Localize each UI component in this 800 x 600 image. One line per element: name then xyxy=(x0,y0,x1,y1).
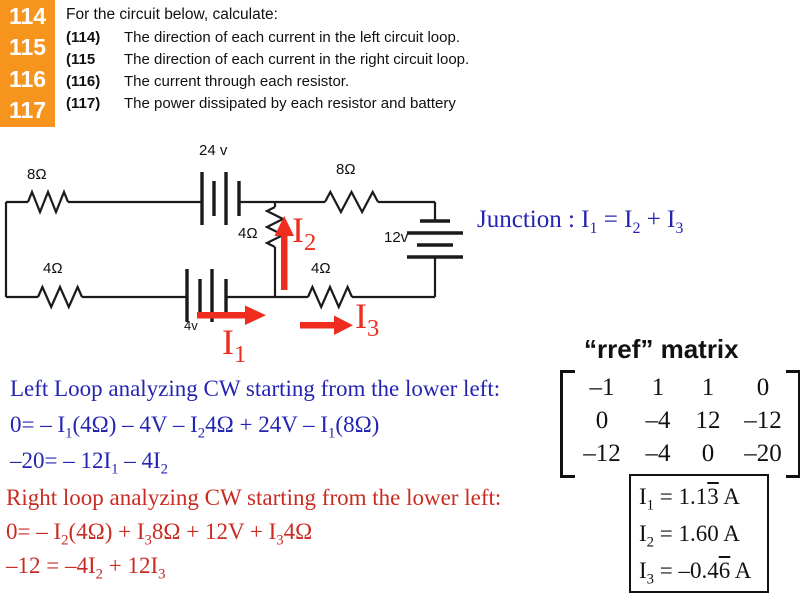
resistor-bottom-right xyxy=(306,284,354,310)
left-loop-analysis: Left Loop analyzing CW starting from the… xyxy=(10,371,500,479)
left-loop-equation: 0= – I1(4Ω) – 4V – I24Ω + 24V – I1(8Ω) xyxy=(10,412,380,442)
result-i1: I1 = 1.13 A xyxy=(639,484,740,514)
matrix-cell: 1 xyxy=(651,373,665,401)
problem-number: 117 xyxy=(8,96,47,123)
current-arrow-i3 xyxy=(300,315,353,335)
problem-number: 115 xyxy=(8,34,47,61)
battery-label-24v: 24 v xyxy=(199,142,228,159)
current-results-box: I1 = 1.13 A I2 = 1.60 A I3 = –0.46 A xyxy=(629,474,769,593)
matrix-cell: –4 xyxy=(645,406,671,434)
current-label-i3: I3 xyxy=(355,296,380,343)
matrix-right-bracket xyxy=(786,370,800,478)
result-i3: I3 = –0.46 A xyxy=(639,558,752,588)
current-arrow-i2 xyxy=(274,216,294,290)
problem-item-number: (114) xyxy=(66,29,101,46)
problem-item: (116) The current through each resistor. xyxy=(66,73,349,90)
left-loop-heading: Left Loop analyzing CW starting from the… xyxy=(10,376,501,401)
problem-item-number: (115 xyxy=(66,51,96,68)
resistor-label-bottom-left: 4Ω xyxy=(43,260,63,277)
battery-24v xyxy=(200,172,241,225)
resistor-middle xyxy=(264,206,286,248)
right-loop-analysis: Right loop analyzing CW starting from th… xyxy=(6,481,501,583)
matrix-cell: 1 xyxy=(701,373,715,401)
matrix-cell: –4 xyxy=(645,439,671,467)
matrix-cell: –20 xyxy=(744,439,782,467)
problem-intro: For the circuit below, calculate: xyxy=(66,6,278,23)
resistor-bottom-left xyxy=(36,284,84,310)
problem-item-text: The power dissipated by each resistor an… xyxy=(124,95,456,112)
battery-label-12v: 12v xyxy=(384,229,409,246)
problem-item-text: The direction of each current in the lef… xyxy=(124,29,461,46)
resistor-top-right xyxy=(324,189,379,215)
battery-12v xyxy=(407,219,463,259)
rref-matrix-title: “rref” matrix xyxy=(584,334,739,364)
problem-item-text: The direction of each current in the rig… xyxy=(124,51,470,68)
resistor-top-left xyxy=(26,189,70,215)
problem-numbers-box: 114 115 116 117 xyxy=(0,0,55,127)
problem-number: 114 xyxy=(8,3,47,29)
left-loop-result: –20= – 12I1 – 4I2 xyxy=(10,448,169,478)
resistor-label-middle: 4Ω xyxy=(238,225,258,242)
problem-item: (117) The power dissipated by each resis… xyxy=(66,95,456,112)
current-label-i2: I2 xyxy=(292,210,317,257)
rref-matrix: –1 1 1 0 0 –4 12 –12 –12 –4 0 –20 xyxy=(572,371,794,470)
matrix-cell: –12 xyxy=(744,406,782,434)
right-loop-heading: Right loop analyzing CW starting from th… xyxy=(6,485,502,510)
result-i2: I2 = 1.60 A xyxy=(639,521,740,551)
matrix-cell: 12 xyxy=(695,406,721,434)
problem-number: 116 xyxy=(8,65,47,92)
junction-equation: Junction : I1 = I2 + I3 xyxy=(477,206,684,237)
matrix-cell: 0 xyxy=(595,406,609,434)
matrix-cell: 0 xyxy=(756,373,770,401)
current-label-i1: I1 xyxy=(222,322,247,369)
problem-item: (115 The direction of each current in th… xyxy=(66,51,469,68)
battery-label-4v: 4v xyxy=(184,318,198,333)
resistor-label-top-right: 8Ω xyxy=(336,161,356,178)
resistor-label-top-left: 8Ω xyxy=(27,166,47,183)
problem-item-text: The current through each resistor. xyxy=(124,73,350,90)
matrix-left-bracket xyxy=(560,370,575,478)
matrix-cell: –1 xyxy=(589,373,615,401)
circuit-wires xyxy=(4,200,437,299)
problem-item: (114) The direction of each current in t… xyxy=(66,29,460,46)
resistor-label-bottom-right: 4Ω xyxy=(311,260,331,277)
matrix-cell: –12 xyxy=(583,439,621,467)
problem-item-number: (117) xyxy=(66,95,101,112)
right-loop-equation: 0= – I2(4Ω) + I38Ω + 12V + I34Ω xyxy=(6,519,313,549)
problem-item-number: (116) xyxy=(66,73,101,90)
circuit-diagram xyxy=(4,172,463,335)
current-arrow-i1 xyxy=(197,305,266,325)
matrix-cell: 0 xyxy=(701,439,715,467)
right-loop-result: –12 = –4I2 + 12I3 xyxy=(6,553,166,583)
